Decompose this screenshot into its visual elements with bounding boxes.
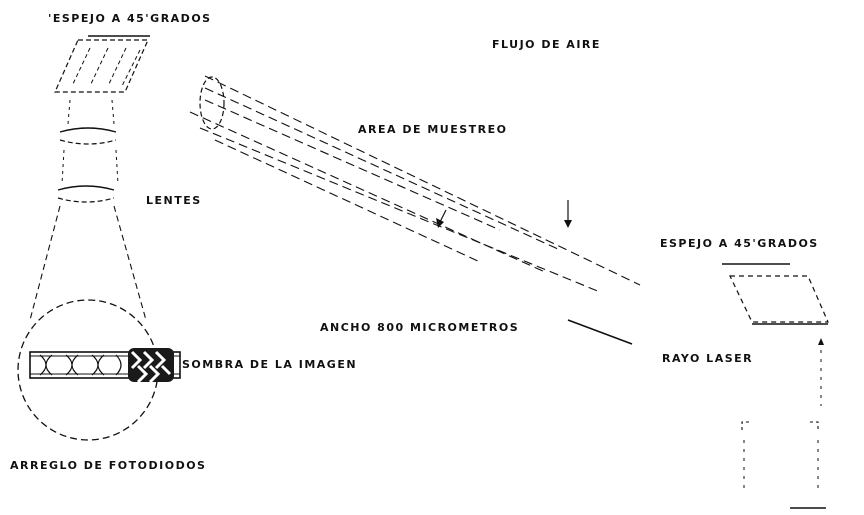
lenses-label: LENTES — [146, 194, 202, 207]
shadow-pattern — [128, 348, 174, 384]
width-label: ANCHO 800 MICROMETROS — [320, 321, 519, 334]
photodiode-array-label: ARREGLO DE FOTODIODOS — [10, 459, 206, 472]
right-mirror — [722, 263, 829, 325]
laser-source — [741, 338, 826, 509]
light-cone — [29, 205, 147, 321]
laser-leader — [567, 319, 633, 345]
air-flow-label: FLUJO DE AIRE — [492, 38, 601, 51]
air-flow-arrows — [436, 200, 572, 228]
sampling-area-label: AREA DE MUESTREO — [358, 123, 507, 136]
sampling-beams — [189, 75, 641, 293]
right-mirror-label: ESPEJO A 45'GRADOS — [660, 237, 819, 250]
top-mirror-label: 'ESPEJO A 45'GRADOS — [48, 12, 212, 25]
image-shadow-label: SOMBRA DE LA IMAGEN — [182, 358, 357, 371]
laser-label: RAYO LASER — [662, 352, 753, 365]
lenses — [57, 99, 119, 203]
top-mirror — [54, 35, 150, 93]
photodiode-detector — [17, 299, 181, 441]
